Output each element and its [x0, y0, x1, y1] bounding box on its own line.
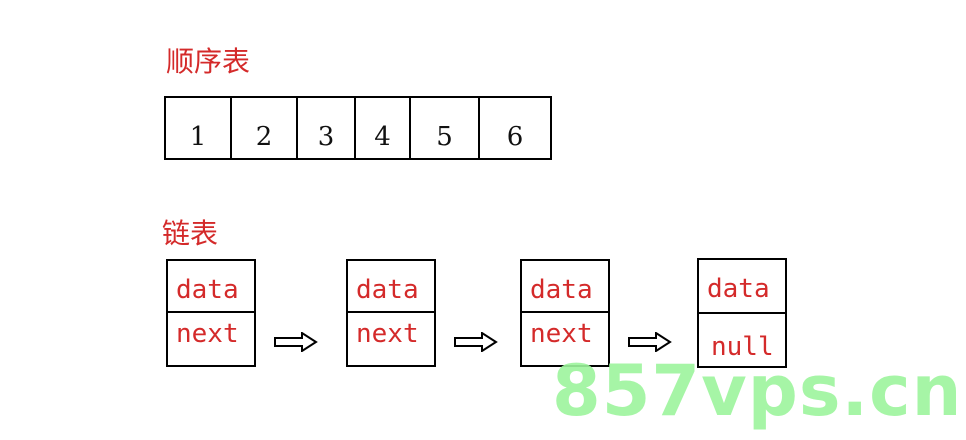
- array-cell-value: 1: [189, 122, 207, 152]
- node-next-field: next: [356, 319, 419, 349]
- array-cell-value: 5: [436, 122, 453, 152]
- array-cell: 2: [232, 98, 298, 158]
- linked-list-node: data next: [166, 259, 256, 367]
- node-next-field: next: [176, 319, 239, 349]
- linked-list-node: data null: [697, 258, 787, 368]
- array-cell-value: 3: [317, 122, 335, 152]
- array-cell-value: 4: [374, 122, 391, 152]
- array-cell-value: 6: [506, 122, 524, 152]
- node-data-field: data: [699, 260, 785, 314]
- node-null-field: null: [711, 332, 774, 362]
- array-cell-value: 2: [255, 122, 273, 152]
- linked-list-node: data next: [346, 259, 436, 367]
- node-data-field: data: [522, 261, 608, 313]
- array-cell: 4: [356, 98, 411, 158]
- hollow-right-arrow-icon: [628, 332, 672, 352]
- array-cell: 6: [480, 98, 552, 158]
- watermark-logo: 857vps.cn: [552, 350, 963, 432]
- linked-list-title: 链表: [162, 217, 219, 250]
- linked-list-node: data next: [520, 259, 610, 367]
- node-next-field: next: [530, 319, 593, 349]
- sequential-list-title: 顺序表: [166, 45, 251, 78]
- array-cell: 3: [298, 98, 356, 158]
- sequential-list-array: 1 2 3 4 5 6: [164, 96, 552, 160]
- hollow-right-arrow-icon: [454, 332, 498, 352]
- array-cell: 1: [166, 98, 232, 158]
- node-data-field: data: [348, 261, 434, 313]
- hollow-right-arrow-icon: [274, 332, 318, 352]
- array-cell: 5: [411, 98, 480, 158]
- node-data-field: data: [168, 261, 254, 313]
